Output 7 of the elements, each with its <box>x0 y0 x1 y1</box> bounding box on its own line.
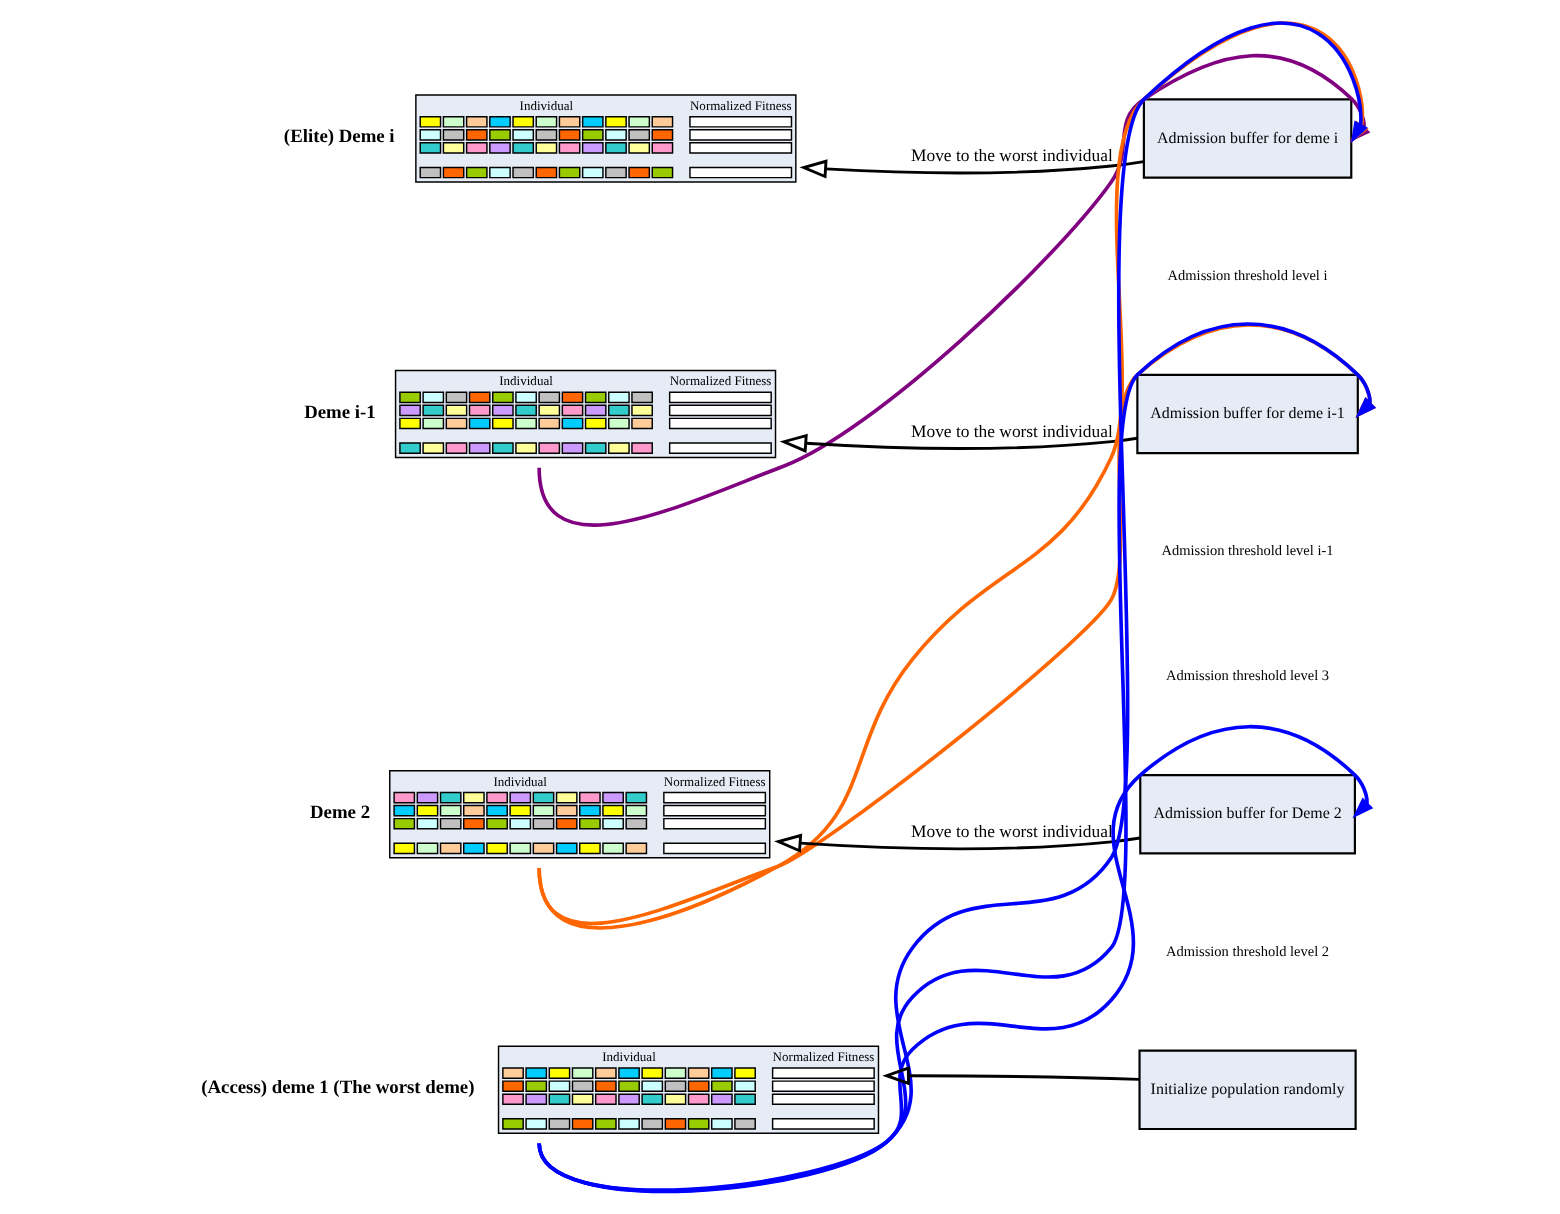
node-label: Deme 2 <box>309 803 370 824</box>
edge-label: Move to the worst individual <box>910 820 1112 841</box>
node-label: Deme i-1 <box>303 403 375 424</box>
edge-label: Move to the worst individual <box>910 145 1112 166</box>
edge-label: Move to the worst individual <box>910 420 1112 441</box>
node-label: (Access) deme 1 (The worst deme) <box>200 1079 474 1100</box>
node-label: (Elite) Deme i <box>282 127 394 148</box>
